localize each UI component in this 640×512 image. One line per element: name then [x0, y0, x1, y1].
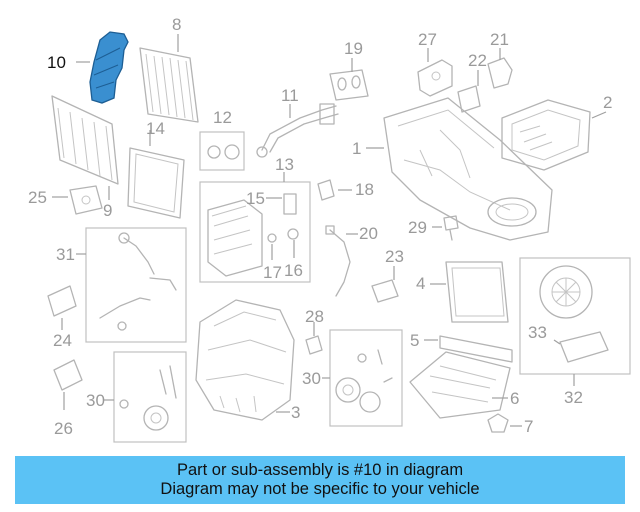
callout-2[interactable]: 2: [603, 93, 612, 112]
part-27[interactable]: [417, 59, 453, 97]
part-11[interactable]: [256, 103, 339, 158]
callout-15[interactable]: 15: [246, 189, 265, 208]
callout-3[interactable]: 3: [291, 403, 300, 422]
leader-33: [553, 339, 561, 345]
callout-20[interactable]: 20: [359, 224, 378, 243]
part-24[interactable]: [47, 285, 77, 317]
part-16[interactable]: [287, 228, 299, 240]
box-12: [199, 131, 245, 171]
callout-25[interactable]: 25: [28, 188, 47, 207]
part-32[interactable]: [539, 265, 593, 319]
callout-18[interactable]: 18: [355, 180, 374, 199]
box-31: [85, 227, 187, 343]
callout-12[interactable]: 12: [213, 108, 232, 127]
part-15[interactable]: [283, 193, 297, 215]
part-30-right[interactable]: [335, 349, 393, 413]
part-5[interactable]: [439, 335, 513, 363]
part-20[interactable]: [325, 225, 351, 297]
box-13: [199, 181, 311, 283]
parts-diagram: 10 8 9 25 14 12 11: [28, 15, 631, 443]
part-25[interactable]: [69, 185, 103, 215]
callout-8[interactable]: 8: [172, 15, 181, 34]
part-26[interactable]: [53, 359, 83, 391]
part-9[interactable]: [51, 95, 119, 185]
callout-13[interactable]: 13: [275, 155, 294, 174]
callout-31[interactable]: 31: [56, 245, 75, 264]
part-1[interactable]: [383, 97, 553, 241]
callout-5[interactable]: 5: [410, 331, 419, 350]
part-13[interactable]: [207, 199, 263, 277]
part-22[interactable]: [457, 85, 481, 113]
callout-7[interactable]: 7: [524, 417, 533, 436]
part-31[interactable]: [99, 232, 177, 331]
leader-2: [591, 111, 607, 119]
part-17[interactable]: [267, 233, 277, 243]
part-14[interactable]: [127, 147, 185, 219]
callout-9[interactable]: 9: [103, 201, 112, 220]
banner-line-2: Diagram may not be specific to your vehi…: [160, 480, 480, 498]
callout-17[interactable]: 17: [263, 263, 282, 282]
part-4[interactable]: [445, 261, 509, 323]
part-19[interactable]: [329, 69, 369, 101]
info-banner: Part or sub-assembly is #10 in diagram D…: [15, 456, 625, 504]
callout-26[interactable]: 26: [54, 419, 73, 438]
part-3[interactable]: [195, 299, 295, 421]
part-18[interactable]: [317, 179, 335, 201]
callout-6[interactable]: 6: [510, 389, 519, 408]
callout-1[interactable]: 1: [352, 139, 361, 158]
banner-line-1: Part or sub-assembly is #10 in diagram: [176, 461, 464, 479]
box-32: [519, 257, 631, 375]
part-10-highlighted[interactable]: [89, 31, 129, 104]
part-29[interactable]: [443, 215, 459, 241]
callout-24[interactable]: 24: [53, 331, 72, 350]
callout-10[interactable]: 10: [47, 53, 66, 72]
part-23[interactable]: [371, 279, 399, 303]
callout-19[interactable]: 19: [344, 39, 363, 58]
callout-4[interactable]: 4: [416, 274, 425, 293]
part-30-left[interactable]: [119, 365, 177, 431]
callout-29[interactable]: 29: [408, 218, 427, 237]
callout-23[interactable]: 23: [385, 247, 404, 266]
callout-27[interactable]: 27: [418, 30, 437, 49]
callout-22[interactable]: 22: [468, 51, 487, 70]
callout-30-right[interactable]: 30: [302, 369, 321, 388]
callout-16[interactable]: 16: [284, 261, 303, 280]
part-21[interactable]: [487, 57, 513, 89]
callout-21[interactable]: 21: [490, 30, 509, 49]
part-12[interactable]: [207, 144, 240, 160]
callout-30-left[interactable]: 30: [86, 391, 105, 410]
part-2[interactable]: [501, 99, 591, 171]
part-7[interactable]: [487, 413, 509, 433]
callout-14[interactable]: 14: [146, 119, 165, 138]
callout-11[interactable]: 11: [281, 86, 299, 105]
part-28[interactable]: [305, 335, 323, 355]
box-30-left: [113, 351, 187, 443]
callout-33[interactable]: 33: [528, 323, 547, 342]
callout-32[interactable]: 32: [564, 388, 583, 407]
part-33[interactable]: [559, 331, 609, 363]
part-8[interactable]: [139, 47, 199, 123]
callout-28[interactable]: 28: [305, 307, 324, 326]
part-6[interactable]: [409, 351, 511, 419]
